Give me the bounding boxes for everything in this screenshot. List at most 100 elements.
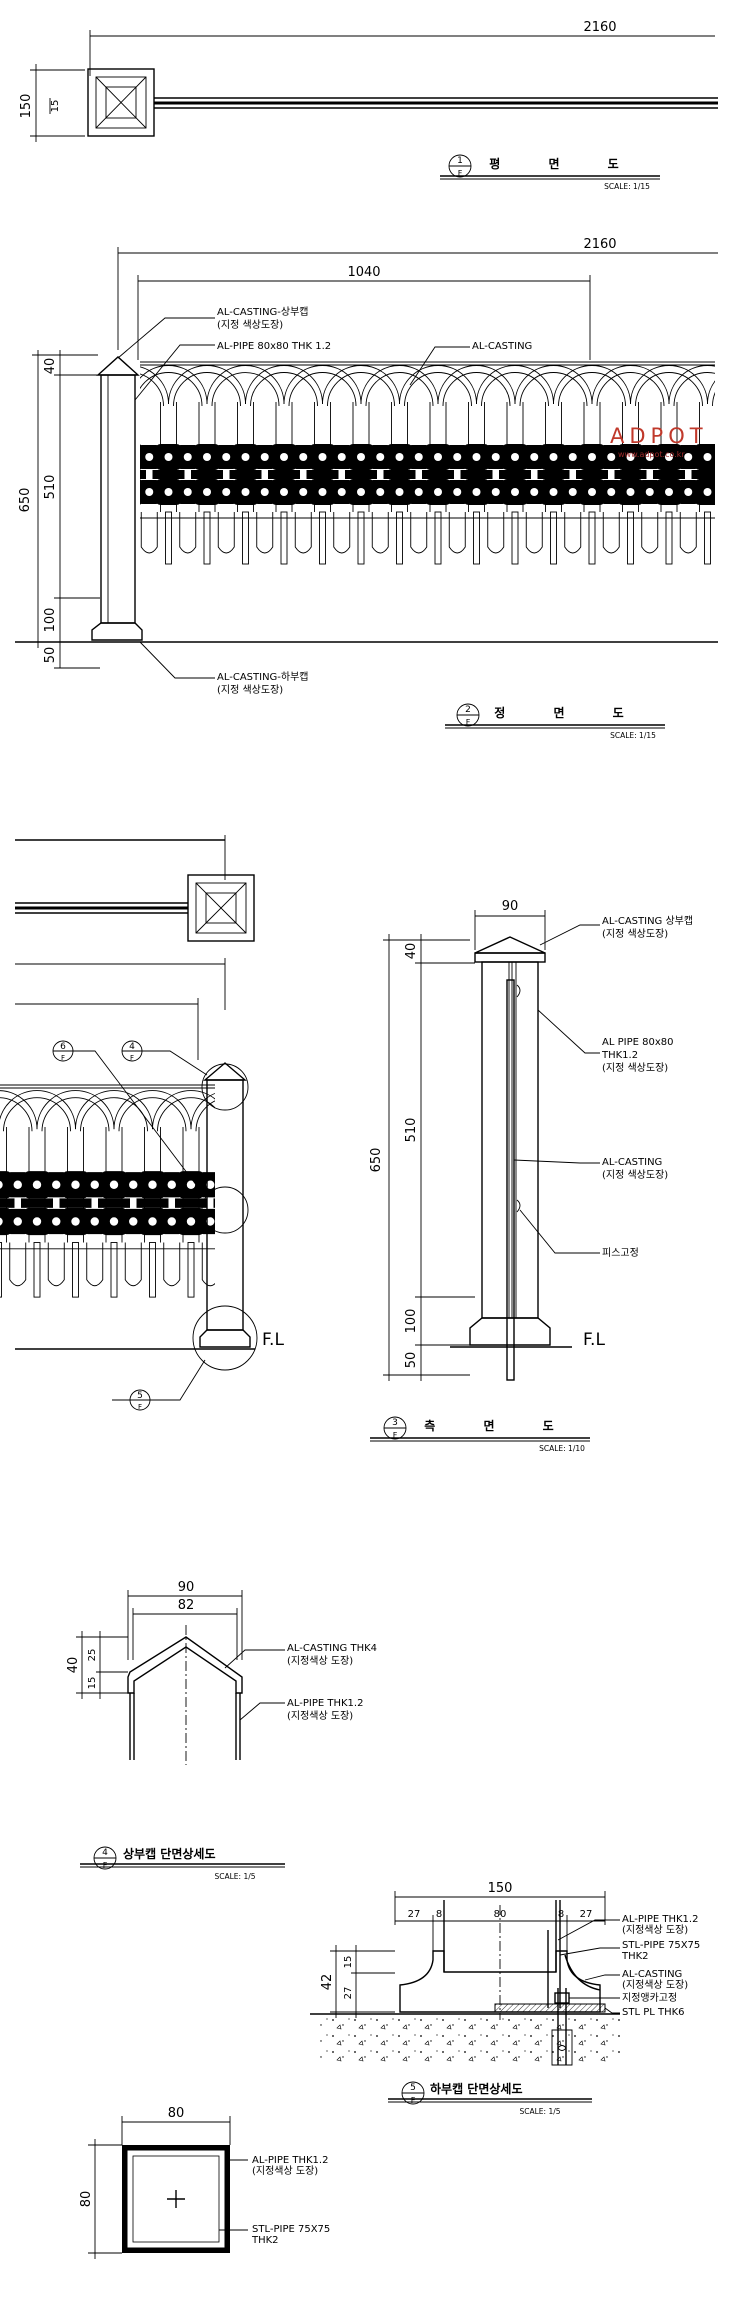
view-6-note-pipe-finish: (지정색상 도장) [252, 2165, 318, 2177]
arch-outer [206, 365, 285, 405]
picket [165, 511, 172, 565]
rosette-link [191, 470, 223, 479]
view-5-dim-d1: 27 [408, 1909, 421, 1920]
loop [86, 1242, 104, 1287]
view-3-dim-top: 40 [404, 943, 419, 960]
view-2-note-cap-top: AL-CASTING-상부캡 [217, 306, 309, 318]
arch-inner [157, 1097, 215, 1132]
rosette-eye [665, 453, 673, 461]
view-1-dim-rail: 15 [50, 100, 61, 113]
view-2-sheet: F [466, 718, 471, 727]
rosette-link [576, 470, 608, 479]
rosette [714, 448, 715, 466]
rosette-eye [723, 453, 731, 461]
view-2-bottom-cap [91, 622, 143, 641]
loop [525, 512, 543, 554]
view-1-title: 평 면 도 [489, 156, 640, 171]
arch-inner [118, 1097, 187, 1132]
rosette-eye [491, 453, 500, 461]
rosette-eye [183, 488, 192, 496]
view-5-dim-h1: 27 [343, 1987, 354, 2000]
rosette-eye [607, 488, 616, 496]
rosette-eye [472, 488, 481, 496]
view-5-dim-d5: 27 [580, 1909, 593, 1920]
rosette-eye [71, 1217, 80, 1226]
view-5-soil [320, 2015, 620, 2065]
callout-4-number: 4 [129, 1042, 135, 1052]
arch-outer [0, 1090, 76, 1130]
rosette-eye [90, 1180, 99, 1189]
rosette-eye [222, 453, 231, 461]
loop [679, 512, 697, 554]
rosette-link [345, 470, 377, 479]
arch-outer [140, 365, 208, 405]
arch-inner [3, 1097, 71, 1132]
arch-inner [195, 1100, 215, 1132]
picket [434, 511, 442, 565]
view-1-number: 1 [457, 156, 463, 166]
loop [487, 512, 505, 554]
rosette-eye [167, 1217, 176, 1226]
view-5-anchor-nut [554, 1992, 570, 2004]
rosette-eye [414, 488, 423, 496]
rosette-eye [32, 1180, 42, 1189]
view-3-note-casting-finish: (지정 색상도장) [602, 1169, 668, 1181]
picket [704, 511, 711, 565]
view-2-title: 정 면 도 [494, 705, 645, 720]
rosette [217, 1208, 243, 1235]
rosette-eye [511, 488, 519, 496]
rosette-eye [588, 453, 596, 461]
view-3-casting-panel [0, 1084, 253, 1298]
view-1-title-block: 1 F 평 면 도 SCALE: 1/15 [440, 154, 660, 191]
rosette-eye [245, 1181, 253, 1189]
view-2-note-pipe: AL-PIPE 80x80 THK 1.2 [217, 341, 331, 352]
view-4-note-pipe-finish: (지정색상 도장) [287, 1710, 353, 1722]
rosette-link [460, 470, 493, 479]
rosette-eye [129, 1217, 138, 1226]
rosette-link [653, 470, 685, 479]
view-3-note-pipe-1: AL PIPE 80x80 [602, 1037, 673, 1048]
picket [0, 1242, 2, 1298]
rosette-eye [109, 1217, 119, 1226]
callout-5[interactable]: 5 F [112, 1359, 206, 1411]
rosette-eye [183, 453, 192, 461]
view-5-note-plate: STL PL THK6 [622, 2007, 685, 2018]
rosette-eye [280, 488, 288, 496]
view-2-note-cap-bottom: AL-CASTING-하부캡 [217, 670, 309, 683]
view-4-dim-inner: 82 [178, 1598, 195, 1613]
rosette-link [59, 1198, 92, 1208]
arch-inner [365, 372, 434, 407]
view-5-dim-height: 42 [320, 1974, 335, 1991]
arch-outer [140, 366, 169, 405]
rosette-eye [337, 488, 346, 496]
view-2-note-casting: AL-CASTING [472, 341, 532, 352]
callout-6[interactable]: 6 F [52, 1040, 201, 1191]
rosette-eye [645, 453, 654, 461]
rosette-link [306, 470, 339, 479]
view-6-note-stl-pipe: STL-PIPE 75X75 [252, 2224, 330, 2235]
rosette-eye [434, 488, 442, 496]
rosette-eye [645, 488, 654, 496]
rosette-eye [723, 488, 731, 496]
rosette-link [730, 470, 745, 479]
arch-inner [712, 392, 715, 407]
arch-inner [481, 372, 549, 407]
view-2-scale: SCALE: 1/15 [610, 731, 656, 740]
view-6-dim-height: 80 [79, 2191, 94, 2208]
rosette-link [152, 470, 185, 479]
rosette-link [0, 1198, 15, 1208]
view-3-note-cap-finish: (지정 색상도장) [602, 928, 668, 940]
view-4-dim-height: 40 [66, 1657, 81, 1674]
rosette-eye [109, 1180, 119, 1189]
view-3-detail-circle-top [201, 1063, 249, 1111]
callout-4[interactable]: 4 F [121, 1040, 208, 1076]
rosette-eye [13, 1180, 22, 1189]
loop [47, 1242, 65, 1287]
view-1-plan: 2160 150 15 1 F 평 면 도 SCALE: 1/15 [19, 20, 718, 191]
view-5-number: 5 [410, 2083, 416, 2093]
view-5-dim-h2: 15 [343, 1956, 354, 1969]
view-5-dim-overall: 150 [488, 1881, 513, 1896]
view-5-note-pipe-finish: (지정색상 도장) [622, 1924, 688, 1936]
rosette-eye [530, 488, 539, 496]
arch-inner [173, 372, 241, 407]
